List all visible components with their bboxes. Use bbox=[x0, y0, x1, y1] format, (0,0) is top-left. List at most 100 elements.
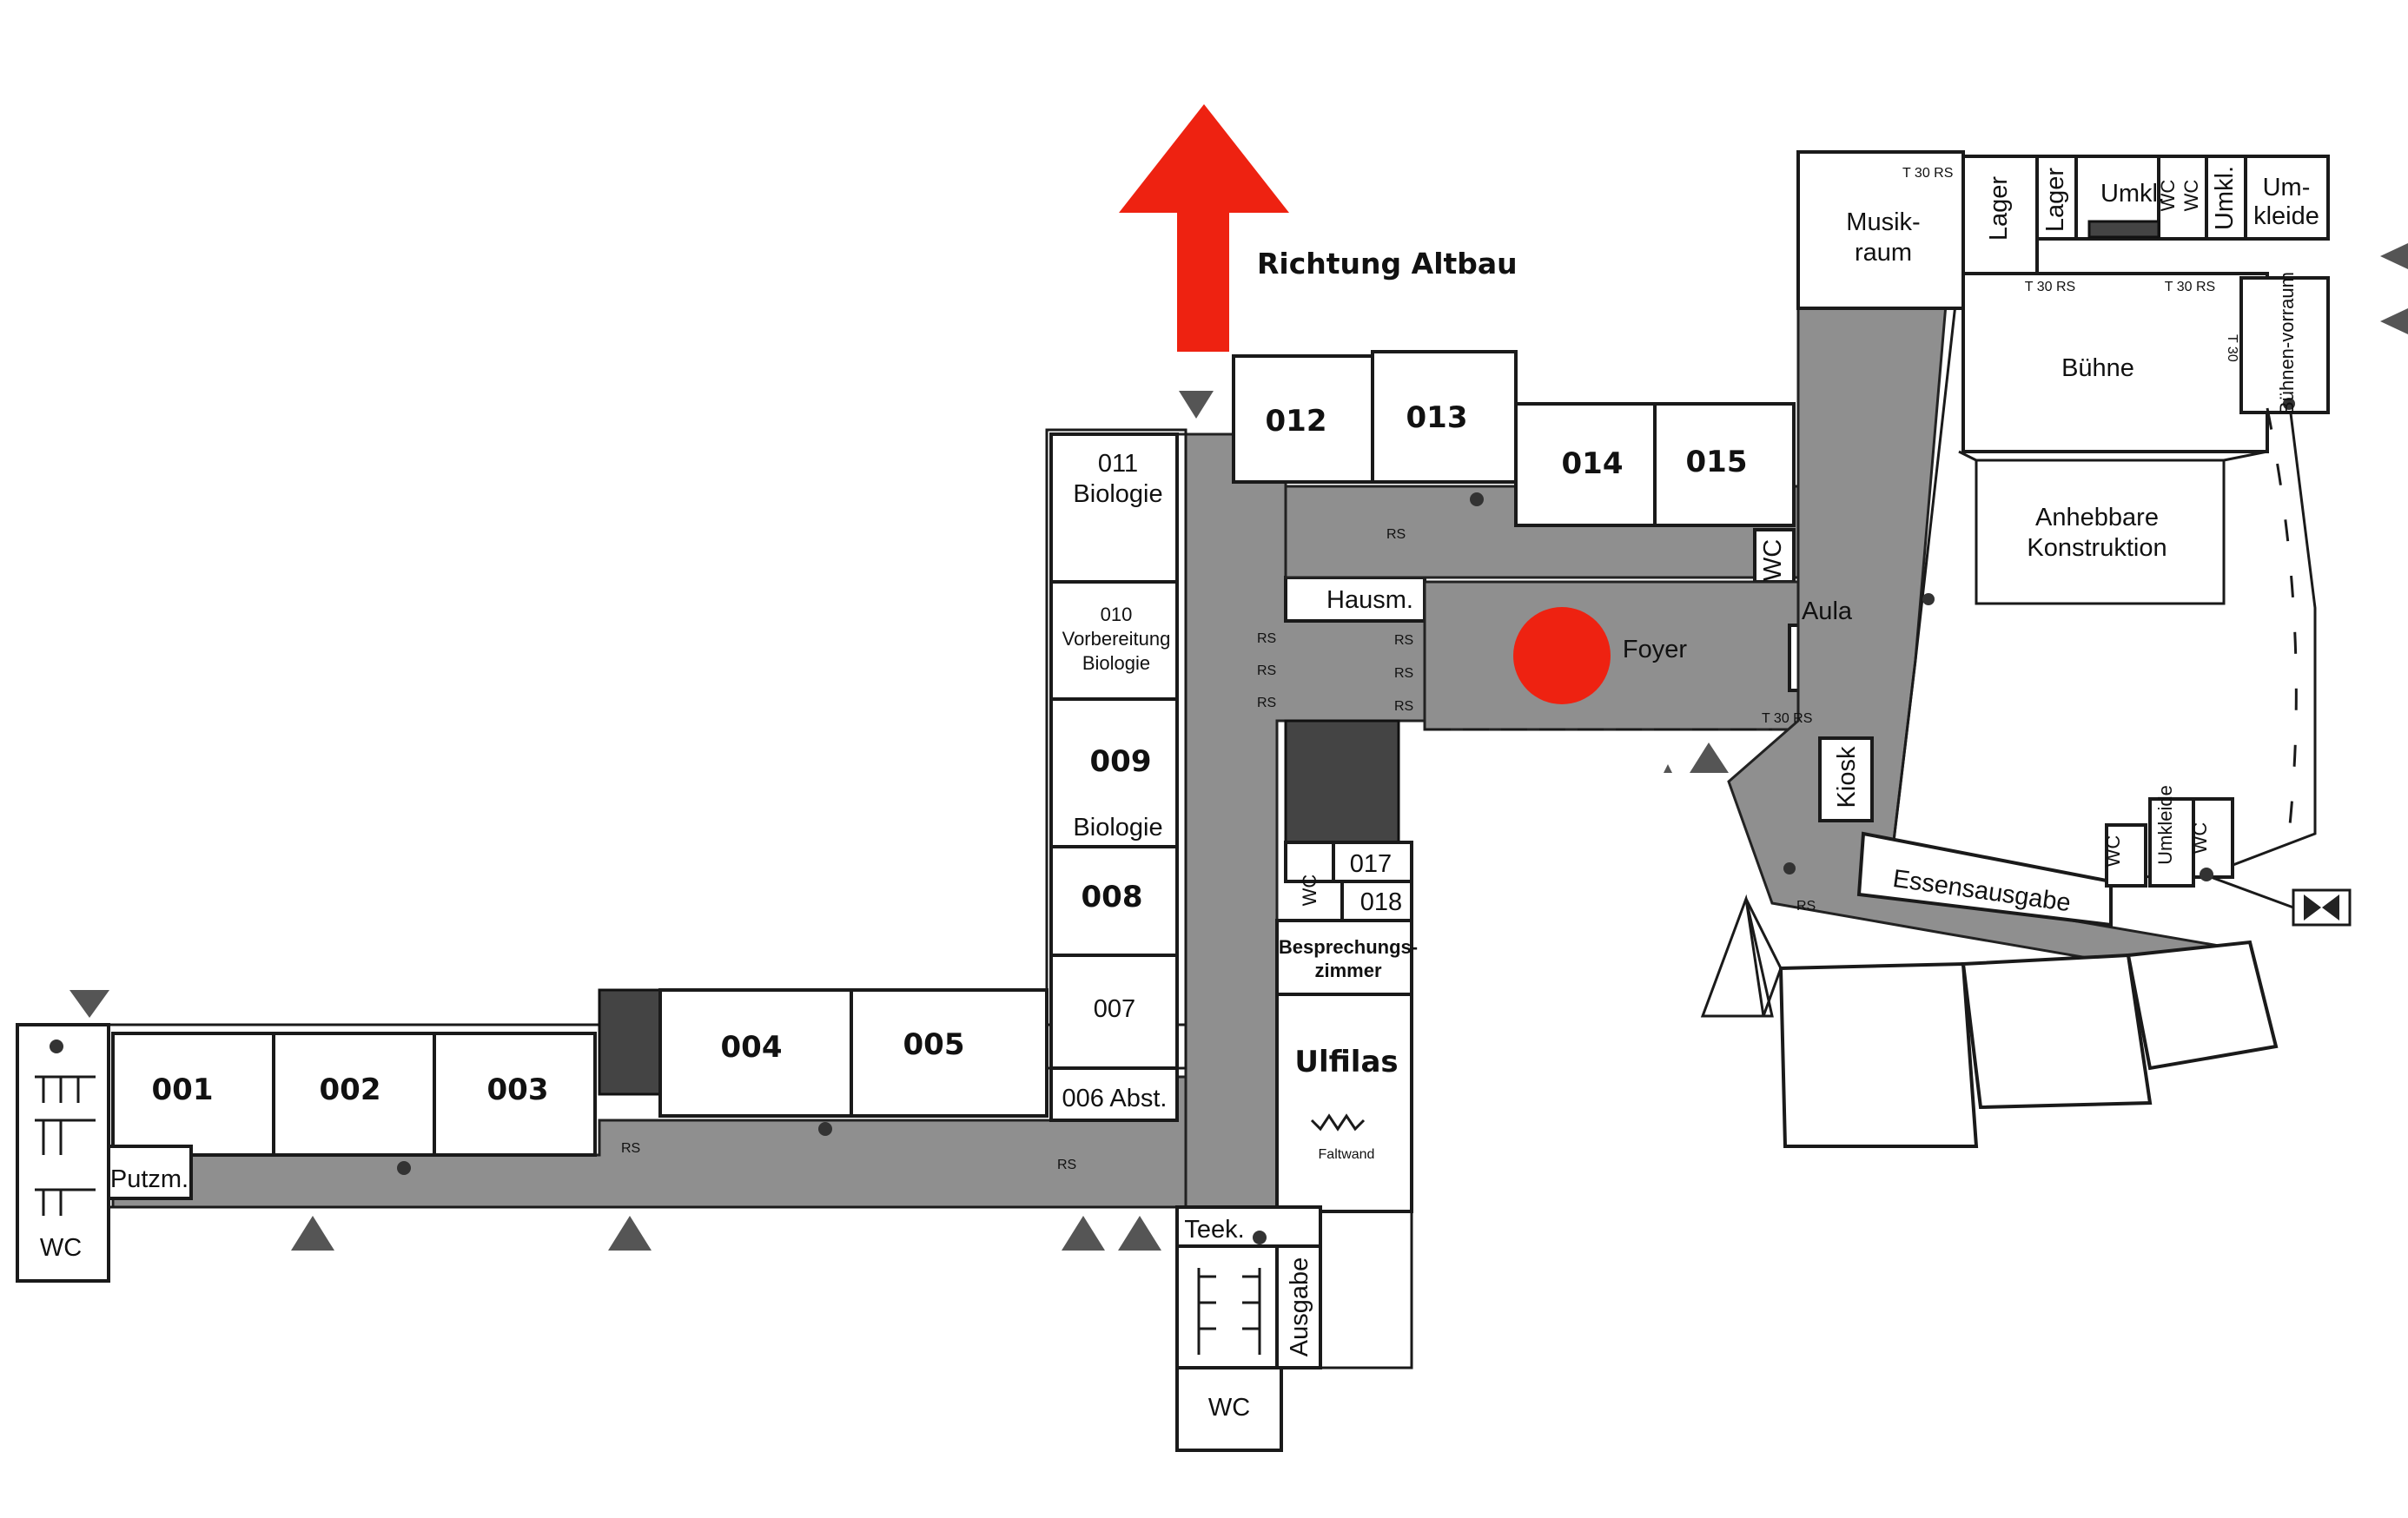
room-001 bbox=[111, 1032, 275, 1157]
room-labels: 001 002 003 004 005 006 Abst. 007 008 00… bbox=[40, 166, 2319, 1422]
label-017: 017 bbox=[1350, 850, 1392, 878]
label-wc-north: WC bbox=[1759, 539, 1787, 581]
label-010-num: 010 bbox=[1101, 604, 1133, 625]
label-umkleide-top-2: kleide bbox=[2253, 202, 2319, 230]
room-putzm bbox=[107, 1145, 193, 1200]
north-arrow-icon bbox=[1119, 104, 1289, 352]
label-bespr-2: zimmer bbox=[1314, 960, 1381, 981]
label-wc-south: WC bbox=[1208, 1394, 1250, 1422]
label-bespr-1: Besprechungs- bbox=[1279, 936, 1418, 958]
room-wc-south bbox=[1175, 1366, 1283, 1452]
direction-indicator: Richtung Altbau bbox=[1119, 104, 1518, 352]
label-anheb-1: Anhebbare bbox=[2035, 504, 2159, 531]
label-aula: Aula bbox=[1802, 597, 1853, 625]
label-musik-2: raum bbox=[1855, 239, 1912, 267]
label-anheb-2: Konstruktion bbox=[2027, 534, 2167, 562]
room-003 bbox=[433, 1032, 597, 1157]
label-rs-9: RS bbox=[1057, 1158, 1076, 1172]
direction-label: Richtung Altbau bbox=[1257, 247, 1518, 280]
label-lager-1: Lager bbox=[1985, 176, 2013, 241]
label-putzm: Putzm. bbox=[110, 1165, 189, 1193]
entrance-markers bbox=[69, 391, 1729, 1251]
label-015: 015 bbox=[1686, 445, 1748, 479]
label-009-sub: Biologie bbox=[1073, 814, 1162, 842]
label-kiosk: Kiosk bbox=[1833, 746, 1861, 808]
label-rs-3: RS bbox=[1257, 663, 1276, 678]
label-t30rs-4: T 30 RS bbox=[2165, 280, 2215, 294]
label-wc-top-2: WC bbox=[2180, 180, 2202, 212]
label-rs-7: RS bbox=[1394, 699, 1413, 714]
room-010 bbox=[1049, 580, 1179, 701]
room-015 bbox=[1653, 402, 1796, 527]
label-009: 009 bbox=[1090, 744, 1152, 779]
label-t30rs-2: T 30 RS bbox=[1762, 711, 1812, 726]
room-hausm bbox=[1284, 576, 1426, 623]
label-ausgabe: Ausgabe bbox=[1286, 1257, 1313, 1357]
label-010-l2: Biologie bbox=[1082, 652, 1150, 674]
label-wc-west: WC bbox=[40, 1234, 82, 1262]
room-008 bbox=[1049, 845, 1179, 957]
room-umkleide-aula bbox=[2148, 797, 2195, 888]
room-besprechungszimmer bbox=[1275, 919, 1413, 996]
room-014 bbox=[1514, 402, 1657, 527]
label-006: 006 Abst. bbox=[1062, 1085, 1168, 1112]
label-004: 004 bbox=[721, 1030, 783, 1065]
label-hausm: Hausm. bbox=[1326, 586, 1413, 614]
label-musik-1: Musik- bbox=[1846, 208, 1920, 236]
label-011-num: 011 bbox=[1098, 450, 1138, 478]
room-kiosk bbox=[1818, 736, 1874, 822]
label-rs-6: RS bbox=[1394, 666, 1413, 681]
label-rs-8: RS bbox=[621, 1141, 640, 1156]
label-foyer: Foyer bbox=[1623, 636, 1687, 663]
liftable-construction bbox=[1975, 459, 2226, 605]
label-005: 005 bbox=[903, 1027, 965, 1062]
label-010-l1: Vorbereitung bbox=[1062, 628, 1171, 650]
label-umkleide-aula: Umkleide bbox=[2154, 785, 2176, 865]
label-rs-1: RS bbox=[1386, 527, 1406, 542]
label-rs-5: RS bbox=[1394, 633, 1413, 648]
label-t30rs-3: T 30 RS bbox=[2025, 280, 2075, 294]
label-umkl-2: Umkl. bbox=[2211, 166, 2239, 230]
label-rs-10: RS bbox=[1796, 899, 1816, 914]
room-umkleide-top bbox=[2244, 155, 2330, 241]
room-006 bbox=[1049, 1066, 1179, 1122]
room-wc-west bbox=[16, 1023, 110, 1283]
room-004 bbox=[658, 988, 853, 1118]
room-013 bbox=[1371, 350, 1518, 484]
room-ausgabe bbox=[1275, 1244, 1322, 1370]
room-012 bbox=[1232, 354, 1374, 484]
label-wc-top-1: WC bbox=[2157, 180, 2179, 212]
aula bbox=[1700, 150, 2408, 1148]
room-essensausgabe bbox=[1856, 831, 2113, 927]
label-018: 018 bbox=[1360, 888, 1402, 916]
west-wing bbox=[16, 954, 1187, 1283]
label-rs-4: RS bbox=[1257, 696, 1276, 710]
central-wing bbox=[1045, 354, 1426, 1452]
label-012: 012 bbox=[1266, 404, 1327, 439]
label-t30: T 30 bbox=[2225, 334, 2239, 362]
label-rs-2: RS bbox=[1257, 631, 1276, 646]
label-teek: Teek. bbox=[1184, 1216, 1244, 1244]
label-013: 013 bbox=[1406, 400, 1468, 435]
label-faltwand: Faltwand bbox=[1319, 1147, 1375, 1162]
stairwell-west bbox=[598, 988, 662, 1096]
label-lager-2: Lager bbox=[2041, 168, 2069, 233]
label-umkleide-top-1: Um- bbox=[2263, 174, 2311, 201]
label-007: 007 bbox=[1094, 995, 1135, 1023]
label-wc-aula-1: WC bbox=[2102, 835, 2124, 868]
label-001: 001 bbox=[152, 1072, 214, 1107]
label-t30rs-1: T 30 RS bbox=[1902, 166, 1953, 181]
label-umkl-1: Umkl. bbox=[2100, 180, 2165, 208]
current-location-marker bbox=[1513, 607, 1611, 704]
label-008: 008 bbox=[1082, 880, 1143, 914]
label-003: 003 bbox=[487, 1072, 549, 1107]
room-wc-top bbox=[2157, 155, 2208, 241]
label-wc-aula-2: WC bbox=[2189, 822, 2211, 855]
label-011-sub: Biologie bbox=[1073, 480, 1162, 508]
label-buehne: Bühne bbox=[2061, 354, 2134, 382]
label-ulfilas: Ulfilas bbox=[1294, 1045, 1398, 1079]
room-wc-aula-1 bbox=[2105, 823, 2147, 888]
stairwell-central bbox=[1284, 719, 1400, 844]
room-005 bbox=[850, 988, 1049, 1118]
